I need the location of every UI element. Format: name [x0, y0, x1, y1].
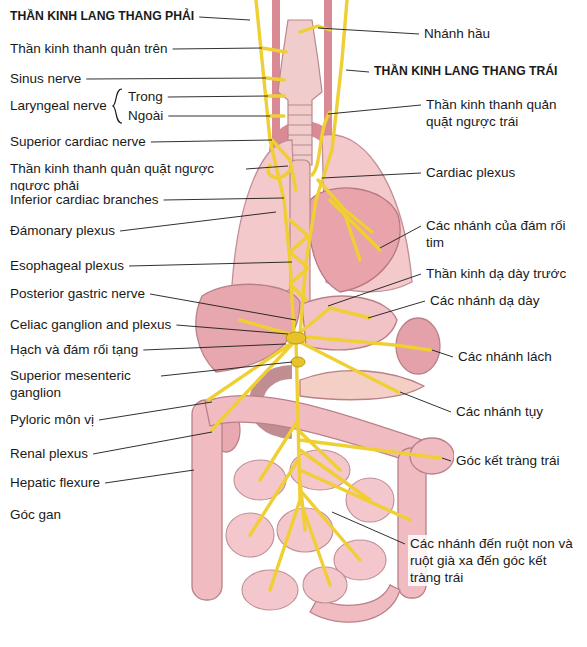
lungs	[232, 135, 412, 296]
nerves-shape	[268, 140, 296, 190]
ganglion-shape	[286, 332, 306, 344]
leader-line	[322, 173, 421, 178]
leader-line	[332, 512, 405, 544]
part-label: Laryngeal nerve	[8, 97, 109, 114]
part-label: Cardiac plexus	[424, 164, 517, 181]
part-label: Pyloric môn vị	[8, 411, 96, 428]
part-label: THẦN KINH LANG THANG PHẢI	[8, 8, 196, 25]
leader-line	[318, 28, 419, 34]
part-label: Góc gan	[8, 506, 63, 523]
part-label: Các nhánh dạ dày	[428, 292, 542, 309]
leader-line	[328, 105, 421, 114]
leader-line	[168, 96, 268, 97]
nerves-shape	[208, 308, 430, 430]
leader-line	[380, 226, 421, 248]
part-label: Hepatic flexure	[8, 474, 102, 491]
part-label: Nhánh hầu	[422, 25, 492, 42]
leader-line	[400, 392, 451, 412]
nerves-shape	[262, 26, 330, 116]
leader-line	[120, 212, 276, 231]
part-label: Sinus nerve	[8, 70, 83, 87]
ganglion-shape	[291, 357, 305, 367]
leader-line	[99, 402, 212, 420]
colon	[192, 396, 454, 623]
part-label: THẦN KINH LANG THANG TRÁI	[372, 63, 559, 80]
leader-line	[199, 17, 250, 20]
leader-line	[368, 301, 425, 318]
part-label: Superior mesenteric ganglion	[8, 367, 158, 401]
part-label: Posterior gastric nerve	[8, 285, 147, 302]
nerves-shape	[300, 0, 347, 335]
part-label: Góc kết tràng trái	[454, 452, 562, 469]
part-label: Renal plexus	[8, 445, 90, 462]
leader-line	[129, 262, 292, 266]
part-label: Các nhánh của đám rối tim	[424, 217, 582, 251]
leader-line	[164, 198, 284, 200]
leader-line	[432, 350, 453, 357]
nerves-shape	[312, 112, 380, 260]
leader-line	[86, 78, 266, 79]
leader-line	[93, 432, 212, 454]
part-label: Các nhánh lách	[456, 348, 554, 365]
part-label: Trong	[126, 88, 165, 105]
part-label: Các nhánh tụy	[454, 403, 545, 420]
leader-line	[143, 344, 286, 350]
part-label: Inferior cardiac branches	[8, 191, 161, 208]
part-label: Thần kinh dạ dày trước	[424, 265, 568, 282]
ganglion	[286, 332, 306, 367]
bracket	[113, 89, 122, 123]
part-label: Thần kinh thanh quản quặt ngược ngược ph…	[8, 160, 243, 194]
leader-line	[328, 274, 421, 306]
nerves	[208, 0, 440, 590]
leader-line	[161, 362, 292, 376]
leader-line	[442, 458, 451, 461]
part-label: Đámonary plexus	[8, 222, 117, 239]
leader-line	[151, 140, 272, 142]
part-label: Thần kinh thanh quản quặt ngược trái	[424, 96, 582, 130]
part-label: Ngoài	[126, 107, 165, 124]
part-label: Superior cardiac nerve	[8, 133, 148, 150]
part-label: Các nhánh đến ruột non và ruột già xa đế…	[408, 535, 583, 586]
part-label: Thần kinh thanh quản trên	[8, 40, 170, 57]
leader-line	[168, 116, 270, 117]
nerves-shape	[290, 220, 308, 300]
leader-line	[346, 70, 369, 72]
leader-line	[176, 325, 288, 334]
leader-line	[246, 166, 288, 169]
leader-line	[105, 470, 194, 483]
part-label: Esophageal plexus	[8, 257, 126, 274]
part-label: Celiac ganglion and plexus	[8, 316, 173, 333]
vessels-shape	[272, 0, 280, 150]
part-label: Hạch và đám rối tạng	[8, 341, 140, 358]
leader-line	[173, 48, 262, 49]
colon-shape	[192, 400, 222, 600]
